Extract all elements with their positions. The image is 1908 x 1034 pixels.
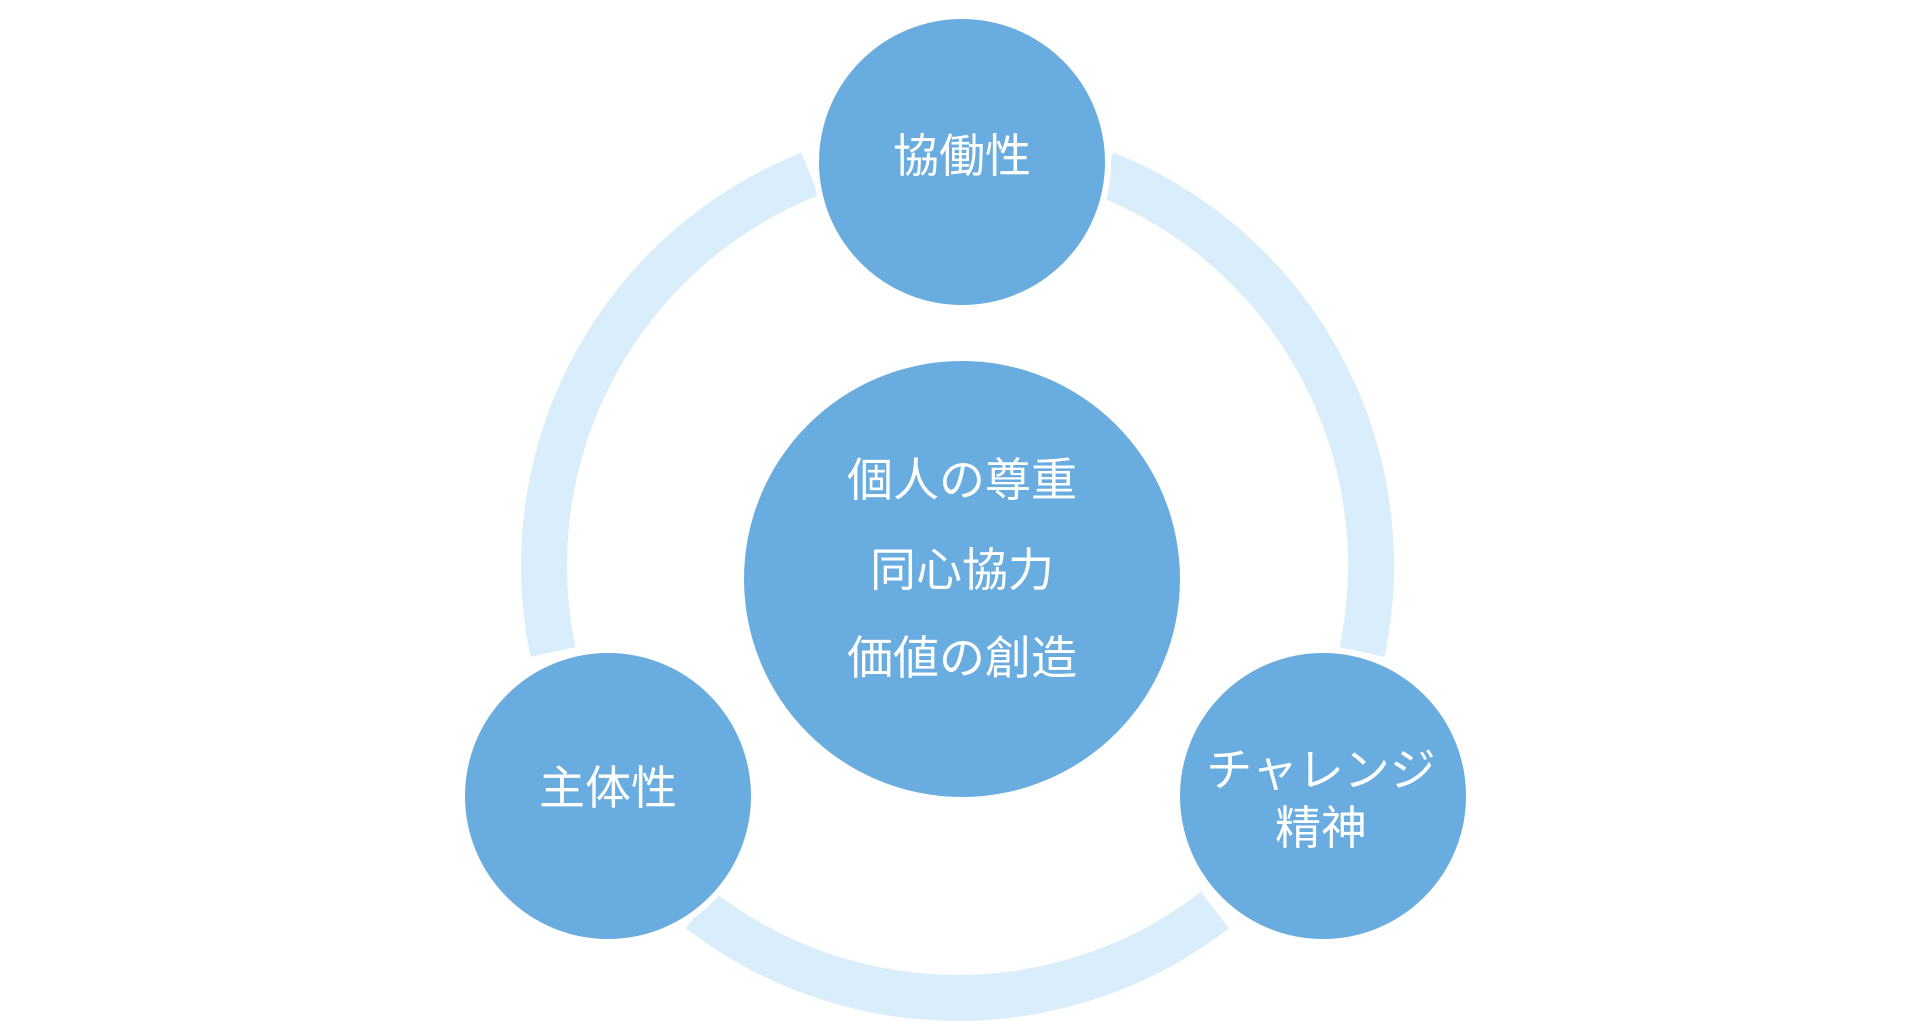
center-line-1: 個人の尊重 xyxy=(847,453,1077,507)
center-node: 個人の尊重 同心協力 価値の創造 xyxy=(744,361,1180,797)
node-right-circle xyxy=(1174,647,1472,945)
center-circle xyxy=(744,361,1180,797)
node-right-label-line-1: チャレンジ xyxy=(1206,743,1436,797)
node-top-label: 協働性 xyxy=(893,129,1031,183)
node-left-circle xyxy=(459,647,757,945)
center-line-3: 価値の創造 xyxy=(847,631,1077,685)
node-right: チャレンジ 精神 xyxy=(1174,647,1472,945)
node-left: 主体性 xyxy=(459,647,757,945)
node-top: 協働性 xyxy=(813,13,1111,311)
ring-arc-bottom xyxy=(685,891,1230,1021)
cycle-ring xyxy=(521,152,1394,1021)
node-right-label-line-2: 精神 xyxy=(1275,801,1367,855)
center-line-2: 同心協力 xyxy=(870,543,1054,597)
node-top-circle xyxy=(813,13,1111,311)
node-left-label: 主体性 xyxy=(539,761,677,815)
ring-arc-top-left xyxy=(521,152,819,657)
ring-arc-top-right xyxy=(1096,152,1394,657)
